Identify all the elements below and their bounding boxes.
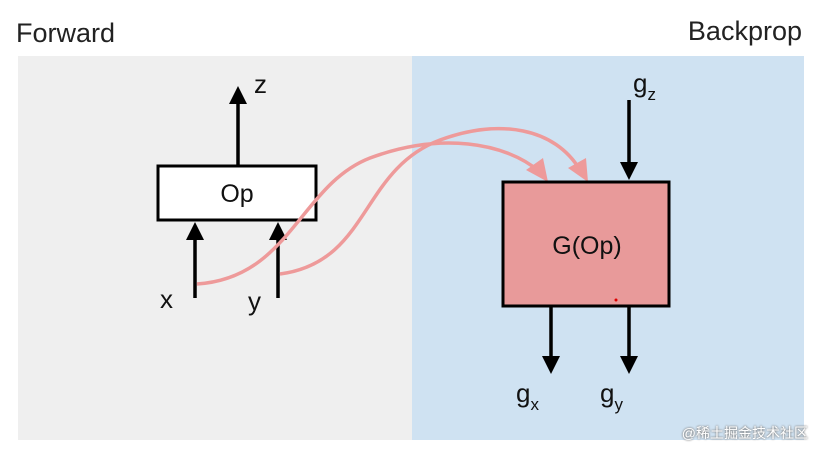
x-connector-arrowhead xyxy=(526,158,548,182)
gradop-dot xyxy=(614,298,618,302)
gradient-label-gx: gx xyxy=(516,378,539,414)
input-label-y: y xyxy=(248,286,261,316)
incoming-gz-arrowhead xyxy=(620,162,638,180)
output-z-arrowhead xyxy=(229,86,247,104)
input-y-arrowhead xyxy=(269,222,287,240)
watermark: @稀土掘金技术社区 xyxy=(681,425,808,441)
input-label-x: x xyxy=(160,284,173,314)
outgoing-gy-arrowhead xyxy=(620,356,638,374)
gradient-label-gy: gy xyxy=(600,378,623,414)
op-label: Op xyxy=(220,180,253,208)
outgoing-gx-arrowhead xyxy=(542,356,560,374)
y-to-gradop-connector xyxy=(279,127,582,276)
input-x-arrowhead xyxy=(186,222,204,240)
forward-heading: Forward xyxy=(16,18,116,48)
output-label-z: z xyxy=(254,69,267,99)
y-connector-arrowhead xyxy=(568,158,588,182)
gradop-label: G(Op) xyxy=(552,232,621,260)
backprop-heading: Backprop xyxy=(687,16,802,46)
gradient-label-gz: gz xyxy=(633,68,656,104)
forward-panel xyxy=(18,56,412,440)
gradop-box xyxy=(501,180,671,308)
op-box xyxy=(156,164,318,222)
x-to-gradop-connector xyxy=(196,141,542,286)
